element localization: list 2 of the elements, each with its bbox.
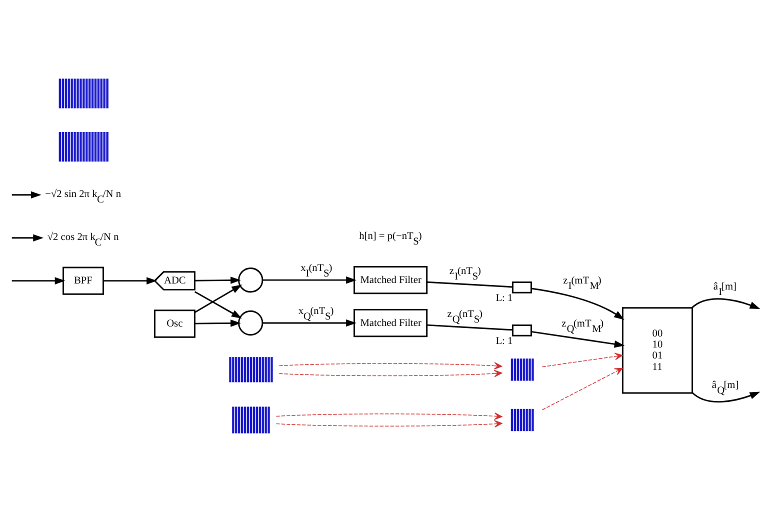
node-label: L: 1 (496, 336, 513, 347)
node-label: L: 1 (496, 292, 513, 304)
